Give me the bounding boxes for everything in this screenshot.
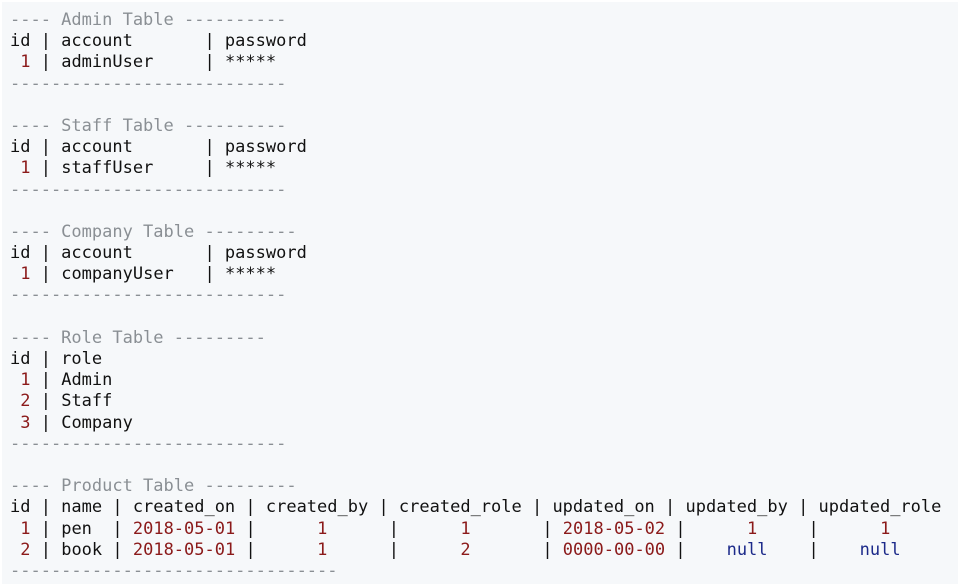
code-token: 1: [20, 370, 31, 391]
code-token: 2: [460, 539, 471, 560]
code-token: ---------------------------: [10, 285, 287, 306]
code-token: | Company: [30, 412, 133, 433]
code-token: 2018-05-01: [132, 518, 236, 539]
code-token: [10, 370, 20, 390]
code-token: 2018-05-02: [562, 518, 666, 539]
code-token: 1: [317, 539, 328, 560]
code-token: |: [235, 539, 318, 560]
code-token: | book |: [30, 539, 133, 560]
code-token: id | role: [10, 349, 103, 369]
code-line: ---------------------------: [10, 285, 958, 306]
code-token: 0000-00-00: [562, 539, 666, 560]
code-line: 3 | Company: [10, 413, 958, 434]
code-line: --------------------------------: [10, 561, 958, 582]
code-token: 2018-05-01: [132, 539, 236, 560]
code-token: [10, 391, 20, 411]
code-line: id | account | password: [10, 31, 958, 52]
code-token: [10, 540, 20, 560]
code-token: [10, 413, 20, 433]
code-line: 1 | Admin: [10, 370, 958, 391]
code-token: id | account | password: [10, 243, 307, 264]
code-token: id | name | created_on | created_by | cr…: [10, 497, 942, 518]
code-line: ---- Company Table ---------: [10, 222, 958, 243]
code-token: [10, 158, 20, 178]
code-token: ---- Role Table ---------: [10, 327, 266, 348]
code-line: ---------------------------: [10, 180, 958, 201]
code-token: ---------------------------: [10, 179, 287, 200]
code-line: 1 | staffUser | *****: [10, 158, 958, 179]
code-token: 1: [317, 518, 328, 539]
code-line: [10, 307, 958, 328]
code-token: null: [859, 539, 901, 560]
code-token: | staffUser | *****: [30, 158, 277, 179]
code-line: [10, 201, 958, 222]
code-token: 1: [20, 158, 31, 179]
code-token: | pen |: [30, 518, 133, 539]
code-line: 1 | companyUser | *****: [10, 264, 958, 285]
code-token: |: [470, 518, 563, 539]
code-line: id | account | password: [10, 137, 958, 158]
code-line: id | account | password: [10, 243, 958, 264]
code-token: 2: [20, 391, 31, 412]
code-token: --------------------------------: [10, 560, 338, 581]
code-token: id | account | password: [10, 137, 307, 158]
code-token: 1: [460, 518, 471, 539]
code-token: | Staff: [30, 391, 113, 412]
code-line: 1 | pen | 2018-05-01 | 1 | 1 | 2018-05-0…: [10, 519, 958, 540]
code-token: ---- Company Table ---------: [10, 221, 297, 242]
code-line: 2 | Staff: [10, 391, 958, 412]
code-token: 1: [747, 518, 758, 539]
code-line: ---- Admin Table ----------: [10, 10, 958, 31]
code-token: 1: [20, 264, 31, 285]
code-token: | companyUser | *****: [30, 264, 277, 285]
code-token: | Admin: [30, 370, 113, 391]
code-token: 1: [20, 52, 31, 73]
code-token: |: [470, 539, 563, 560]
code-token: 3: [20, 412, 31, 433]
code-line: ---------------------------: [10, 74, 958, 95]
code-token: 2: [20, 539, 31, 560]
code-token: ---- Admin Table ----------: [10, 10, 287, 30]
code-token: [10, 519, 20, 539]
code-line: [10, 95, 958, 116]
code-token: ---------------------------: [10, 73, 287, 94]
code-token: |: [235, 518, 318, 539]
code-line: 1 | adminUser | *****: [10, 52, 958, 73]
code-token: 1: [880, 518, 891, 539]
code-line: ---- Staff Table ----------: [10, 116, 958, 137]
code-line: ---------------------------: [10, 434, 958, 455]
code-token: [10, 264, 20, 284]
code-line: ---- Role Table ---------: [10, 328, 958, 349]
code-token: ---- Staff Table ----------: [10, 115, 287, 136]
code-token: |: [665, 518, 748, 539]
code-line: ---- Product Table ---------: [10, 476, 958, 497]
code-token: null: [726, 539, 768, 560]
code-token: ---- Product Table ---------: [10, 476, 297, 497]
code-token: |: [665, 539, 727, 560]
code-token: |: [757, 518, 881, 539]
code-line: id | role: [10, 349, 958, 370]
code-token: | adminUser | *****: [30, 52, 277, 73]
code-token: [10, 52, 20, 72]
code-line: id | name | created_on | created_by | cr…: [10, 497, 958, 518]
code-token: 1: [20, 518, 31, 539]
code-token: |: [327, 518, 461, 539]
code-token: ---------------------------: [10, 433, 287, 454]
code-token: |: [767, 539, 860, 560]
code-line: 2 | book | 2018-05-01 | 1 | 2 | 0000-00-…: [10, 540, 958, 561]
code-token: |: [327, 539, 461, 560]
code-line: [10, 455, 958, 476]
code-token: id | account | password: [10, 31, 307, 52]
